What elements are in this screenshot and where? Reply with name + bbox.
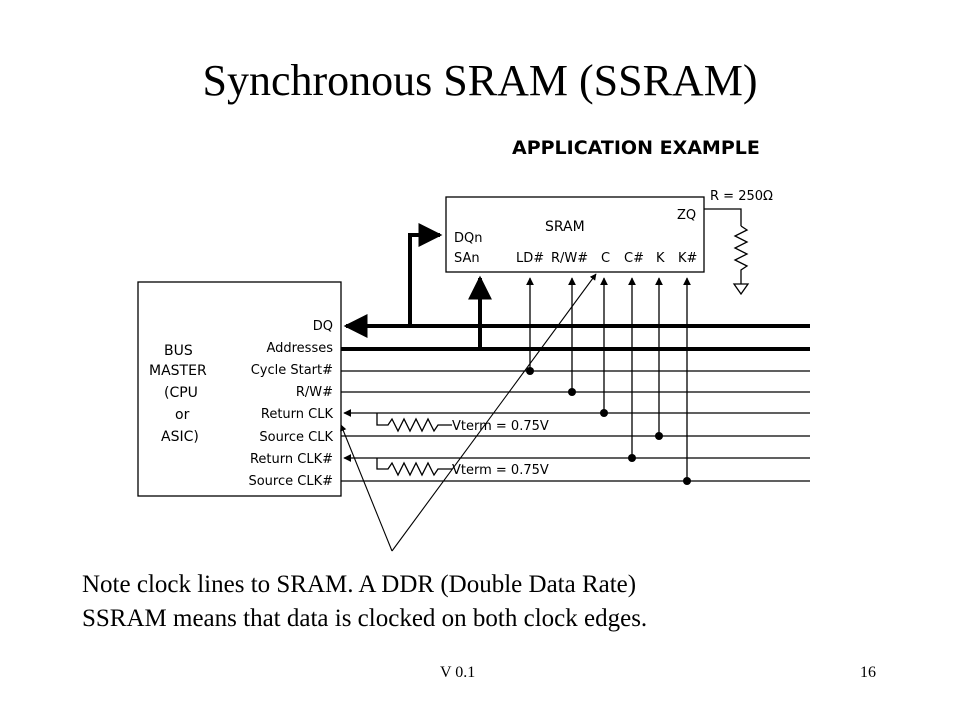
- dqn-pin-label: DQn: [454, 231, 482, 246]
- bus-master-block: BUS MASTER (CPU or ASIC) DQ Addresses Cy…: [137, 281, 342, 497]
- signal-label-rw: R/W#: [296, 385, 333, 400]
- zq-resistor-label: R = 250Ω: [710, 189, 773, 204]
- ld-pin-label: LD#: [516, 251, 544, 266]
- signal-label-addresses: Addresses: [266, 341, 333, 356]
- k-bar-pin-label: K#: [678, 251, 697, 266]
- c-bar-pin-label: C#: [624, 251, 644, 266]
- bus-master-label-3: (CPU: [164, 385, 198, 401]
- signal-buses: [341, 314, 810, 482]
- signal-label-dq: DQ: [313, 319, 333, 334]
- c-pin-label: C: [601, 251, 610, 266]
- vterm-label-1: Vterm = 0.75V: [452, 419, 549, 434]
- caption-line-1: Note clock lines to SRAM. A DDR (Double …: [82, 571, 637, 598]
- sram-block: SRAM ZQ DQn SAn LD# R/W# C C# K K#: [445, 196, 705, 273]
- annotation-to-sram: [391, 273, 597, 552]
- rw-pin-label: R/W#: [551, 251, 588, 266]
- bus-master-label-1: BUS: [164, 343, 193, 359]
- san-pin-label: SAn: [454, 251, 480, 266]
- caption: Note clock lines to SRAM. A DDR (Double …: [82, 568, 902, 636]
- signal-label-source-clk: Source CLK: [259, 430, 333, 445]
- sram-label: SRAM: [545, 219, 585, 235]
- bus-master-label-4: or: [175, 407, 190, 423]
- caption-line-2: SSRAM means that data is clocked on both…: [82, 605, 648, 632]
- zq-resistor: [704, 208, 750, 296]
- vterm-label-2: Vterm = 0.75V: [452, 463, 549, 478]
- diagram-heading: APPLICATION EXAMPLE: [512, 137, 760, 159]
- signal-label-source-clk-bar: Source CLK#: [248, 474, 333, 489]
- zq-pin-label: ZQ: [677, 208, 696, 223]
- junction-dots: [526, 367, 691, 485]
- signal-label-return-clk-bar: Return CLK#: [250, 452, 333, 467]
- signal-label-return-clk: Return CLK: [261, 407, 334, 422]
- slide-title: Synchronous SRAM (SSRAM): [202, 56, 758, 105]
- termination-resistor-2: [376, 458, 452, 477]
- termination-resistor-1: [376, 413, 452, 433]
- footer-version: V 0.1: [440, 664, 476, 681]
- k-pin-label: K: [656, 251, 665, 266]
- dq-connection: [408, 223, 443, 326]
- annotation-arrows: [340, 273, 597, 552]
- partial-resistor-label: R = 50Ω: [380, 496, 435, 511]
- sram-connections: [408, 223, 691, 481]
- bus-master-label-5: ASIC): [161, 429, 199, 445]
- signal-label-cycle-start: Cycle Start#: [251, 363, 333, 378]
- bus-master-label-2: MASTER: [149, 363, 207, 379]
- page-number: 16: [860, 664, 876, 681]
- annotation-to-bus-master: [340, 424, 393, 552]
